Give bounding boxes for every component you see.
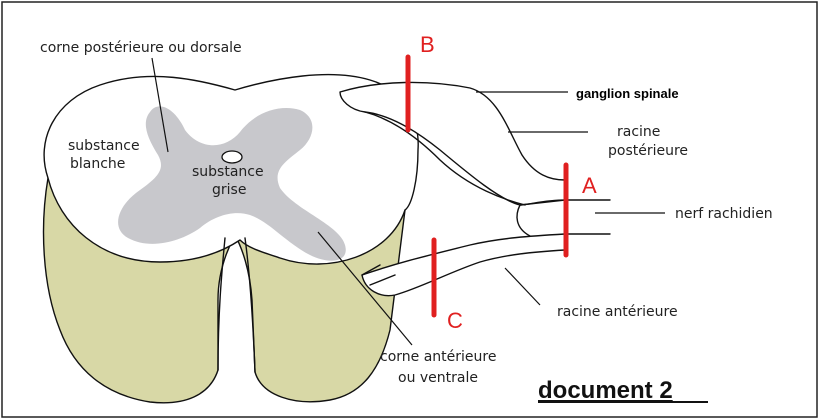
cut-letter-b: B	[420, 32, 435, 57]
central-canal	[222, 151, 242, 163]
label-nerf-rachidien: nerf rachidien	[675, 206, 773, 222]
label-ganglion-spinale: ganglion spinale	[576, 86, 679, 101]
document-title: document 2	[538, 377, 673, 404]
label-substance-blanche-1: substance	[68, 138, 140, 154]
cut-letter-c: C	[447, 308, 463, 333]
label-corne-posterieure: corne postérieure ou dorsale	[40, 40, 242, 56]
cut-letter-a: A	[582, 173, 597, 198]
spinal-cord-block	[44, 75, 419, 403]
label-corne-anterieure-2: ou ventrale	[398, 370, 478, 386]
label-substance-grise-1: substance	[192, 164, 264, 180]
label-racine-posterieure-1: racine	[617, 124, 660, 140]
label-corne-anterieure-1: corne antérieure	[380, 349, 496, 365]
label-racine-anterieure: racine antérieure	[557, 304, 678, 320]
leader-racine-anterieure	[505, 268, 540, 305]
label-substance-grise-2: grise	[212, 182, 246, 198]
label-substance-blanche-2: blanche	[70, 156, 125, 172]
label-racine-posterieure-2: postérieure	[608, 143, 688, 159]
